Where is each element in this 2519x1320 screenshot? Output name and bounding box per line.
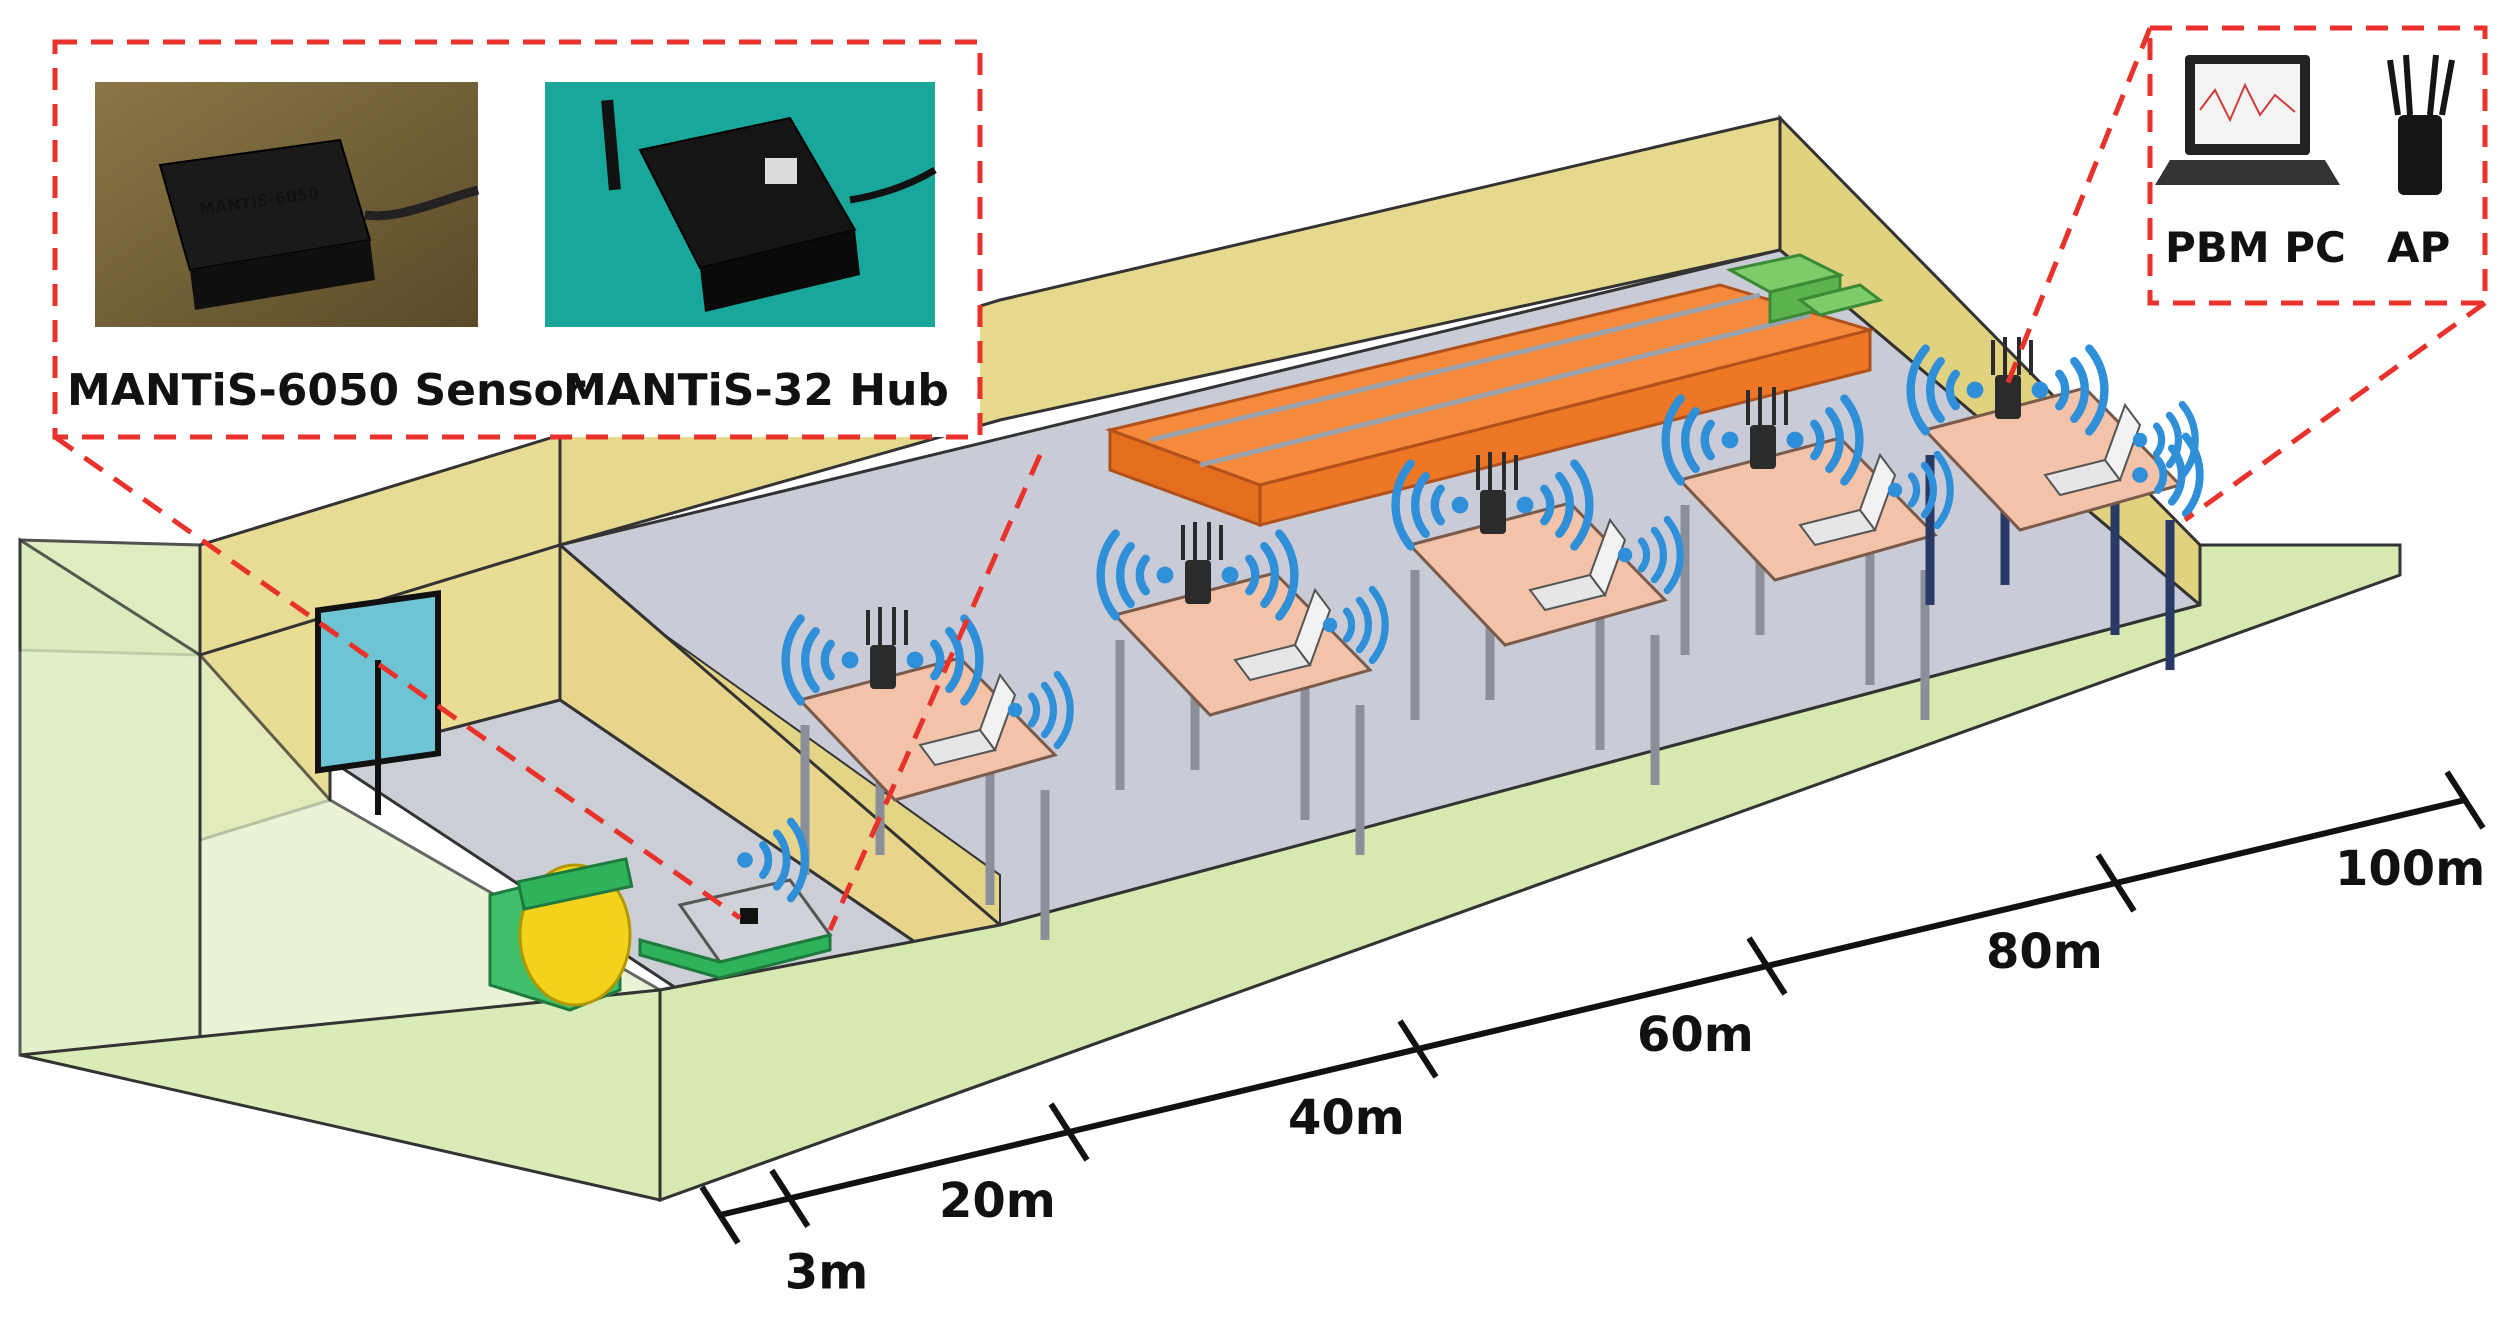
router-icon: [1476, 452, 1518, 534]
wifi-icon: [1007, 670, 1074, 750]
scale-ticks: 3m 20m 40m 60m 80m 100m: [699, 770, 2486, 1300]
scale-axis: [719, 797, 2466, 1218]
wifi-icon: [1516, 459, 1594, 551]
desk: [797, 607, 1058, 940]
wifi-icon: [906, 614, 984, 706]
laptop-icon: [1233, 587, 1332, 682]
sensor-photo: MANTiS-6050: [95, 82, 480, 327]
wifi-icon: [1391, 459, 1469, 551]
router-icon: [1746, 387, 1788, 469]
wifi-icon: [2132, 432, 2204, 518]
front-wall-top-edge: [658, 543, 2402, 1203]
distance-scale: 3m 20m 40m 60m 80m 100m: [699, 770, 2486, 1300]
scale-label: 60m: [1637, 1007, 1754, 1063]
callout-sensor-hub: MANTiS-6050 MANTiS-6050 Sensor MANTiS-32…: [52, 39, 983, 440]
wifi-signals-layer: [737, 344, 2204, 903]
desk: [1407, 452, 1668, 785]
motor-unit: [488, 857, 833, 1012]
overhead-crane: [1104, 253, 1884, 528]
sensor-label: MANTiS-6050 Sensor: [67, 365, 586, 416]
desk-top: [1112, 571, 1373, 717]
building: [18, 114, 2402, 1203]
laptop-icon: [1528, 517, 1627, 612]
wifi-icon: [1887, 450, 1954, 530]
crane-green-blocks: [1725, 253, 1884, 324]
connector-pc: [2002, 27, 2153, 391]
wifi-icon: [2132, 400, 2199, 480]
hub-photo: [545, 82, 937, 327]
connector-hub: [827, 453, 1043, 932]
scale-tick: [769, 1168, 811, 1229]
pc-label: PBM PC: [2165, 223, 2346, 272]
scale-tick: [2095, 853, 2137, 913]
crane-beam-side: [1258, 328, 1872, 527]
sensor-chip: [740, 908, 758, 924]
scale-label: 80m: [1986, 924, 2103, 980]
wifi-icon: [1617, 515, 1684, 595]
wifi-icon: [1322, 585, 1389, 665]
desks-layer: [797, 337, 2183, 940]
connector-ap: [2183, 300, 2487, 523]
glass-door: [315, 590, 441, 815]
sensor-green-bar: [638, 933, 832, 980]
desk-top: [797, 656, 1058, 802]
motor-clamp: [516, 857, 634, 911]
router-icon: [1181, 522, 1223, 604]
ap-label: AP: [2387, 223, 2450, 272]
hub-label: MANTiS-32 Hub: [563, 365, 949, 416]
wifi-icon: [1661, 394, 1739, 486]
laptop-icon: [2043, 402, 2142, 497]
router-icon: [2387, 54, 2455, 195]
desk-top: [1677, 436, 1938, 582]
wifi-icon: [737, 817, 809, 903]
scale-label: 40m: [1288, 1090, 1405, 1146]
scale-tick: [1048, 1102, 1090, 1162]
laptop-icon: [1798, 452, 1897, 547]
scale-tick: [699, 1185, 741, 1245]
wifi-icon: [781, 614, 859, 706]
callout-pc-ap: PBM PC AP: [2147, 25, 2488, 306]
scale-label: 100m: [2335, 841, 2485, 897]
desk: [1112, 522, 1373, 855]
scale-tick: [1397, 1019, 1439, 1079]
desk-top: [1407, 501, 1668, 647]
wifi-icon: [1096, 529, 1174, 621]
scale-label: 20m: [939, 1173, 1056, 1229]
wifi-icon: [1906, 344, 1984, 436]
wifi-icon: [1786, 394, 1864, 486]
laptop-icon: [2155, 55, 2340, 185]
desk: [1922, 337, 2183, 670]
desk: [1677, 387, 1938, 720]
scale-tick: [2444, 770, 2486, 830]
wifi-icon: [2031, 344, 2109, 436]
wifi-icon: [1221, 529, 1299, 621]
router-icon: [1991, 337, 2033, 419]
callout-connectors: [53, 27, 2487, 932]
scale-tick: [1746, 936, 1788, 996]
laptop-icon: [918, 672, 1017, 767]
connector-sensor: [53, 434, 742, 921]
router-icon: [866, 607, 908, 689]
scale-label: 3m: [785, 1244, 868, 1300]
